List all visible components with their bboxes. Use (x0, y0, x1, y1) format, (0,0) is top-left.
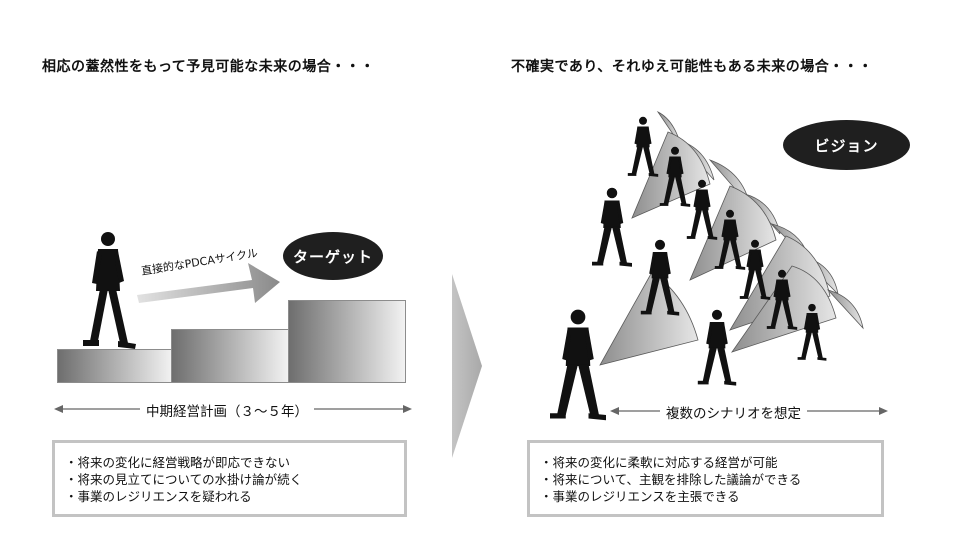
right-notes-box: ・将来の変化に柔軟に対応する経営が可能 ・将来について、主観を排除した議論ができ… (527, 440, 884, 517)
scenario-label: 複数のシナリオを想定 (660, 402, 807, 422)
step-3 (288, 300, 406, 383)
right-note-2: ・将来について、主観を排除した議論ができる (540, 472, 802, 487)
step-1 (57, 349, 173, 383)
right-note-1: ・将来の変化に柔軟に対応する経営が可能 (540, 455, 778, 470)
pdca-arrow (137, 263, 280, 303)
vision-oval: ビジョン (783, 120, 910, 170)
left-note-1: ・将来の変化に経営戦略が即応できない (65, 455, 291, 470)
target-oval: ターゲット (283, 232, 383, 280)
step-2 (171, 329, 289, 383)
person-icon (83, 232, 136, 349)
left-note-3: ・事業のレジリエンスを疑われる (65, 489, 252, 504)
left-notes-box: ・将来の変化に経営戦略が即応できない ・将来の見立てについての水掛け論が続く ・… (52, 440, 407, 517)
transition-arrow (452, 274, 482, 458)
right-heading: 不確実であり、それゆえ可能性もある未来の場合・・・ (511, 59, 873, 75)
left-heading: 相応の蓋然性をもって予見可能な未来の場合・・・ (42, 59, 375, 75)
left-note-2: ・将来の見立てについての水掛け論が続く (65, 472, 303, 487)
right-note-3: ・事業のレジリエンスを主張できる (540, 489, 740, 504)
timeline-label: 中期経営計画（３～５年） (140, 400, 314, 420)
scenario-diagram (550, 110, 864, 421)
